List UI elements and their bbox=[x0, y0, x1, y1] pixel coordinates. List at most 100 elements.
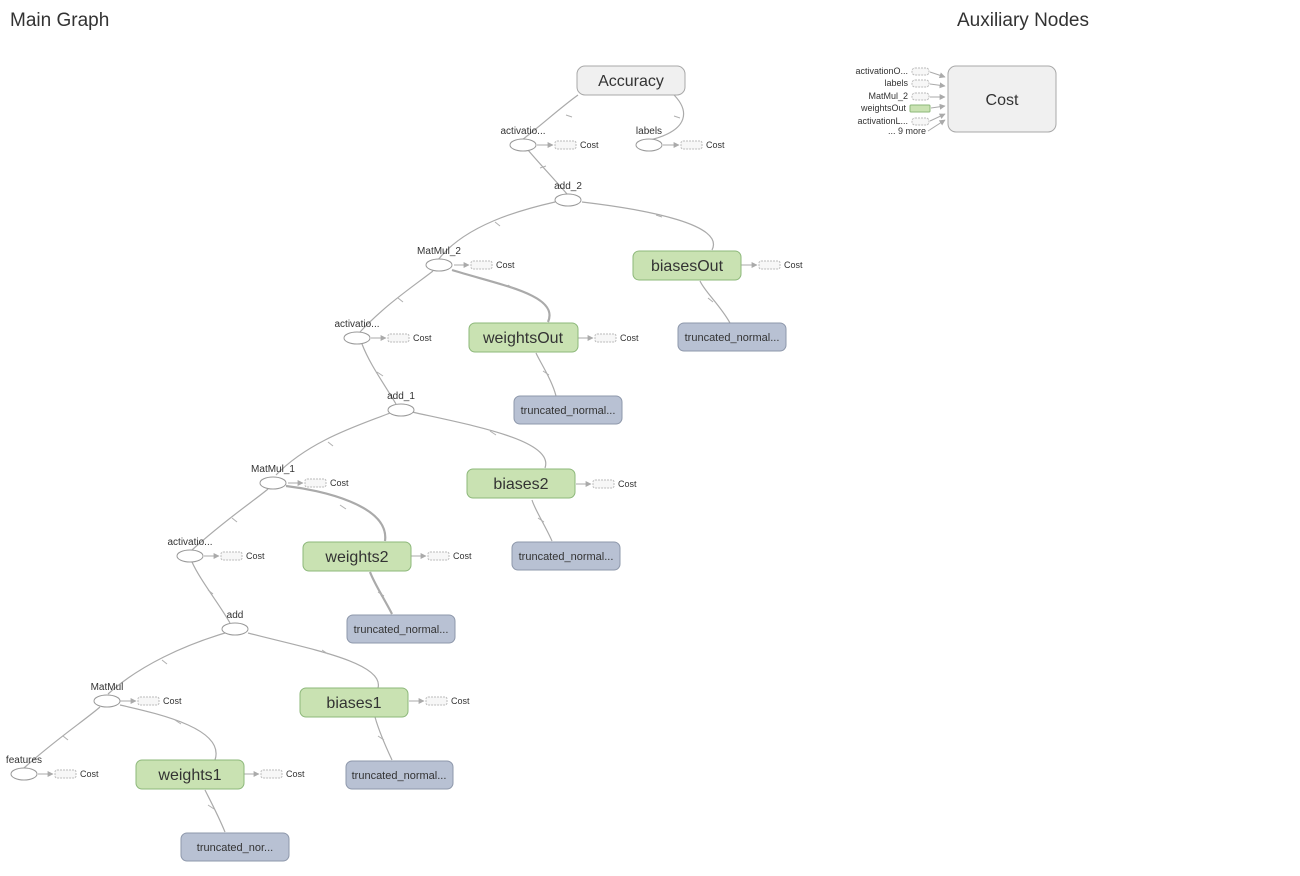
cost-stub-label: Cost bbox=[618, 479, 637, 489]
cost-stub: Cost bbox=[38, 769, 99, 779]
cost-stub-label: Cost bbox=[246, 551, 265, 561]
edge-activationlow-matmul1 bbox=[191, 488, 269, 551]
aux-input-row[interactable]: labels bbox=[884, 78, 946, 89]
edge-trunc-weights1 bbox=[204, 789, 226, 833]
aux-more-row[interactable]: ... 9 more bbox=[888, 119, 946, 136]
cost-stub: Cost bbox=[741, 260, 803, 270]
truncated-normal-weights2-node[interactable]: truncated_normal... bbox=[346, 614, 456, 644]
truncated-normal-weights2-label: truncated_normal... bbox=[354, 624, 449, 636]
cost-stub-label: Cost bbox=[163, 696, 182, 706]
activation-mid-node[interactable]: activatio... bbox=[334, 319, 380, 345]
cost-stub-label: Cost bbox=[620, 333, 639, 343]
cost-stub: Cost bbox=[663, 140, 725, 150]
aux-cost-node[interactable]: Cost bbox=[947, 65, 1057, 133]
edge-trunc-weightsout bbox=[535, 352, 557, 397]
truncated-normal-biases-out-node[interactable]: truncated_normal... bbox=[677, 322, 787, 352]
add-2-node[interactable]: add_2 bbox=[554, 181, 582, 207]
aux-input-row[interactable]: activationL... bbox=[857, 113, 946, 126]
biases1-node[interactable]: biases1 bbox=[299, 687, 409, 718]
cost-stub: Cost bbox=[409, 696, 470, 706]
labels-node[interactable]: labels bbox=[635, 126, 663, 152]
cost-stub: Cost bbox=[578, 333, 639, 343]
edge-labels-accuracy bbox=[649, 92, 685, 141]
accuracy-node-label: Accuracy bbox=[598, 73, 664, 90]
weights1-label: weights1 bbox=[157, 767, 221, 784]
aux-more-label: ... 9 more bbox=[888, 126, 926, 136]
auxiliary-panel: activationO... labels MatMul_2 weightsOu… bbox=[855, 65, 1057, 136]
aux-input-label: activationO... bbox=[855, 66, 908, 76]
truncated-normal-weights1-label: truncated_nor... bbox=[197, 842, 273, 854]
cost-stub: Cost bbox=[244, 769, 305, 779]
weights2-node[interactable]: weights2 bbox=[302, 541, 412, 572]
truncated-normal-biases2-node[interactable]: truncated_normal... bbox=[511, 541, 621, 571]
add-node[interactable]: add bbox=[221, 610, 249, 636]
edge-biasesout-add2 bbox=[581, 201, 715, 251]
activation-top-node[interactable]: activatio... bbox=[500, 126, 546, 152]
activation-mid-label: activatio... bbox=[334, 319, 379, 330]
cost-stubs: Cost Cost Cost Cost Cost bbox=[38, 140, 803, 779]
edge-trunc-biases2 bbox=[531, 499, 553, 542]
accuracy-node[interactable]: Accuracy bbox=[576, 65, 686, 96]
activation-low-node[interactable]: activatio... bbox=[167, 537, 213, 563]
weights1-node[interactable]: weights1 bbox=[135, 759, 245, 790]
main-graph-heading: Main Graph bbox=[10, 10, 110, 31]
aux-cost-label: Cost bbox=[986, 92, 1019, 109]
biases1-label: biases1 bbox=[326, 695, 381, 712]
features-node[interactable]: features bbox=[6, 755, 42, 781]
aux-input-label: labels bbox=[884, 78, 908, 88]
truncated-normal-biases1-node[interactable]: truncated_normal... bbox=[345, 760, 454, 790]
edge-activation-accuracy bbox=[521, 94, 579, 141]
matmul-label: MatMul bbox=[91, 682, 124, 693]
matmul-2-node[interactable]: MatMul_2 bbox=[417, 246, 461, 272]
weights-out-label: weightsOut bbox=[482, 330, 564, 347]
edges bbox=[23, 92, 731, 833]
truncated-normal-weights-out-node[interactable]: truncated_normal... bbox=[513, 395, 623, 425]
matmul-1-label: MatMul_1 bbox=[251, 464, 295, 475]
weights2-label: weights2 bbox=[324, 549, 388, 566]
aux-input-row[interactable]: weightsOut bbox=[860, 103, 946, 113]
edge-weights1-matmul bbox=[119, 704, 217, 761]
truncated-normal-biases2-label: truncated_normal... bbox=[519, 551, 614, 563]
edge-trunc-biasesout bbox=[699, 280, 731, 324]
truncated-normal-weights-out-label: truncated_normal... bbox=[521, 405, 616, 417]
truncated-normal-biases-out-label: truncated_normal... bbox=[685, 332, 780, 344]
edge-matmul2-add2 bbox=[437, 201, 556, 261]
cost-stub: Cost bbox=[576, 479, 637, 489]
edge-activationmid-matmul2 bbox=[359, 270, 434, 333]
aux-input-row[interactable]: activationO... bbox=[855, 66, 946, 79]
cost-stub: Cost bbox=[537, 140, 599, 150]
edge-trunc-biases1 bbox=[374, 716, 393, 761]
cost-stub-label: Cost bbox=[451, 696, 470, 706]
biases2-label: biases2 bbox=[493, 476, 548, 493]
cost-stub-label: Cost bbox=[784, 260, 803, 270]
aux-input-row[interactable]: MatMul_2 bbox=[868, 91, 946, 101]
edge-biases2-add1 bbox=[411, 411, 547, 469]
auxiliary-nodes-heading: Auxiliary Nodes bbox=[957, 10, 1089, 31]
cost-stub: Cost bbox=[120, 696, 182, 706]
add-label: add bbox=[227, 610, 244, 621]
cost-stub: Cost bbox=[204, 551, 265, 561]
weights-out-node[interactable]: weightsOut bbox=[468, 322, 579, 353]
biases-out-node[interactable]: biasesOut bbox=[632, 250, 742, 281]
biases2-node[interactable]: biases2 bbox=[466, 468, 576, 499]
matmul-1-node[interactable]: MatMul_1 bbox=[251, 464, 295, 490]
edge-features-matmul bbox=[23, 706, 101, 769]
edge-add2-activation bbox=[527, 149, 568, 195]
edge-add1-activationmid bbox=[361, 343, 397, 405]
matmul-2-label: MatMul_2 bbox=[417, 246, 461, 257]
activation-low-label: activatio... bbox=[167, 537, 212, 548]
cost-stub: Cost bbox=[411, 551, 472, 561]
truncated-normal-weights1-node[interactable]: truncated_nor... bbox=[180, 832, 290, 862]
matmul-node[interactable]: MatMul bbox=[91, 682, 124, 708]
edge-weights2-matmul1 bbox=[285, 484, 387, 542]
biases-out-label: biasesOut bbox=[651, 258, 724, 275]
cost-stub: Cost bbox=[371, 333, 432, 343]
cost-stub-label: Cost bbox=[706, 140, 725, 150]
add-1-label: add_1 bbox=[387, 391, 415, 402]
add-1-node[interactable]: add_1 bbox=[387, 391, 415, 417]
edge-shape-ticks bbox=[62, 114, 714, 810]
cost-stub-label: Cost bbox=[580, 140, 599, 150]
activation-top-label: activatio... bbox=[500, 126, 545, 137]
cost-stub: Cost bbox=[288, 478, 349, 488]
